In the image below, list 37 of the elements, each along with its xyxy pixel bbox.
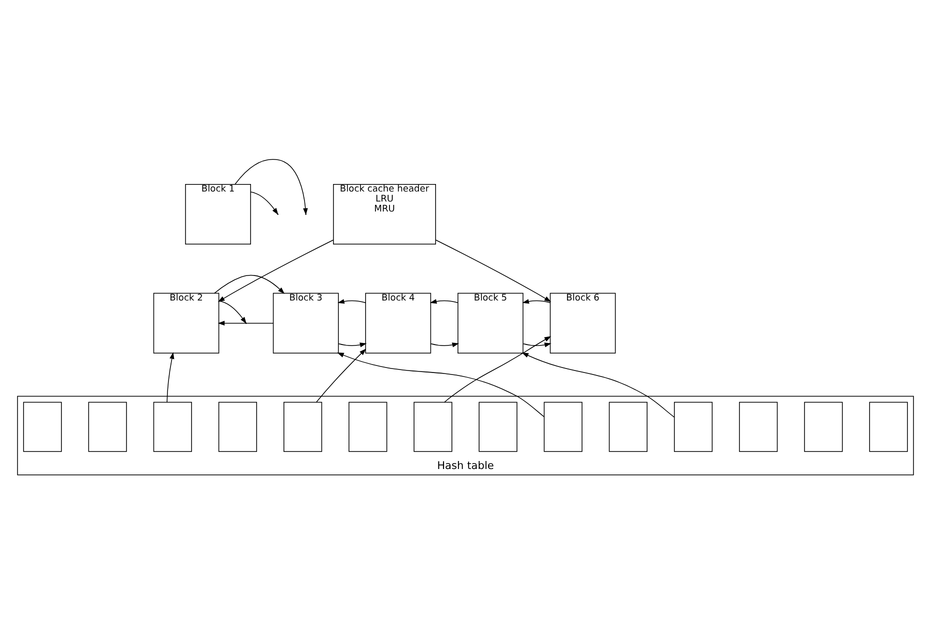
arrow <box>444 336 552 402</box>
node-box <box>348 402 388 452</box>
node-box <box>414 402 452 452</box>
arrow <box>250 192 278 215</box>
node-box: Block 3 <box>272 292 339 354</box>
node-box <box>674 402 713 452</box>
node-box: Block 6 <box>550 292 616 354</box>
node-box <box>88 402 127 452</box>
arrow <box>430 299 458 304</box>
arrow <box>522 299 551 304</box>
arrow <box>430 342 460 348</box>
arrow <box>218 240 334 302</box>
cluster: Hash table <box>17 396 914 476</box>
node-box <box>544 402 582 452</box>
arrow <box>338 342 367 348</box>
arrow <box>316 348 366 402</box>
node-box: Block 4 <box>365 292 432 354</box>
node-box: Block cache header LRU MRU <box>333 184 436 244</box>
node-box <box>218 402 258 452</box>
arrow <box>166 352 174 402</box>
arrow <box>435 240 552 302</box>
node-box <box>478 402 518 452</box>
arrow <box>214 274 285 294</box>
node-box <box>608 402 648 452</box>
node-box <box>739 402 778 452</box>
node-box: Block 5 <box>458 292 524 354</box>
node-box: Block 1 <box>185 184 251 244</box>
arrow <box>522 352 675 418</box>
node-box <box>284 402 322 452</box>
node-box <box>153 402 192 452</box>
node-box <box>804 402 843 452</box>
arrow <box>522 342 552 348</box>
node-box <box>869 402 908 452</box>
node-box <box>23 402 62 452</box>
node-box: Block 2 <box>153 292 220 354</box>
arrow <box>338 299 366 304</box>
arrow <box>337 352 544 418</box>
